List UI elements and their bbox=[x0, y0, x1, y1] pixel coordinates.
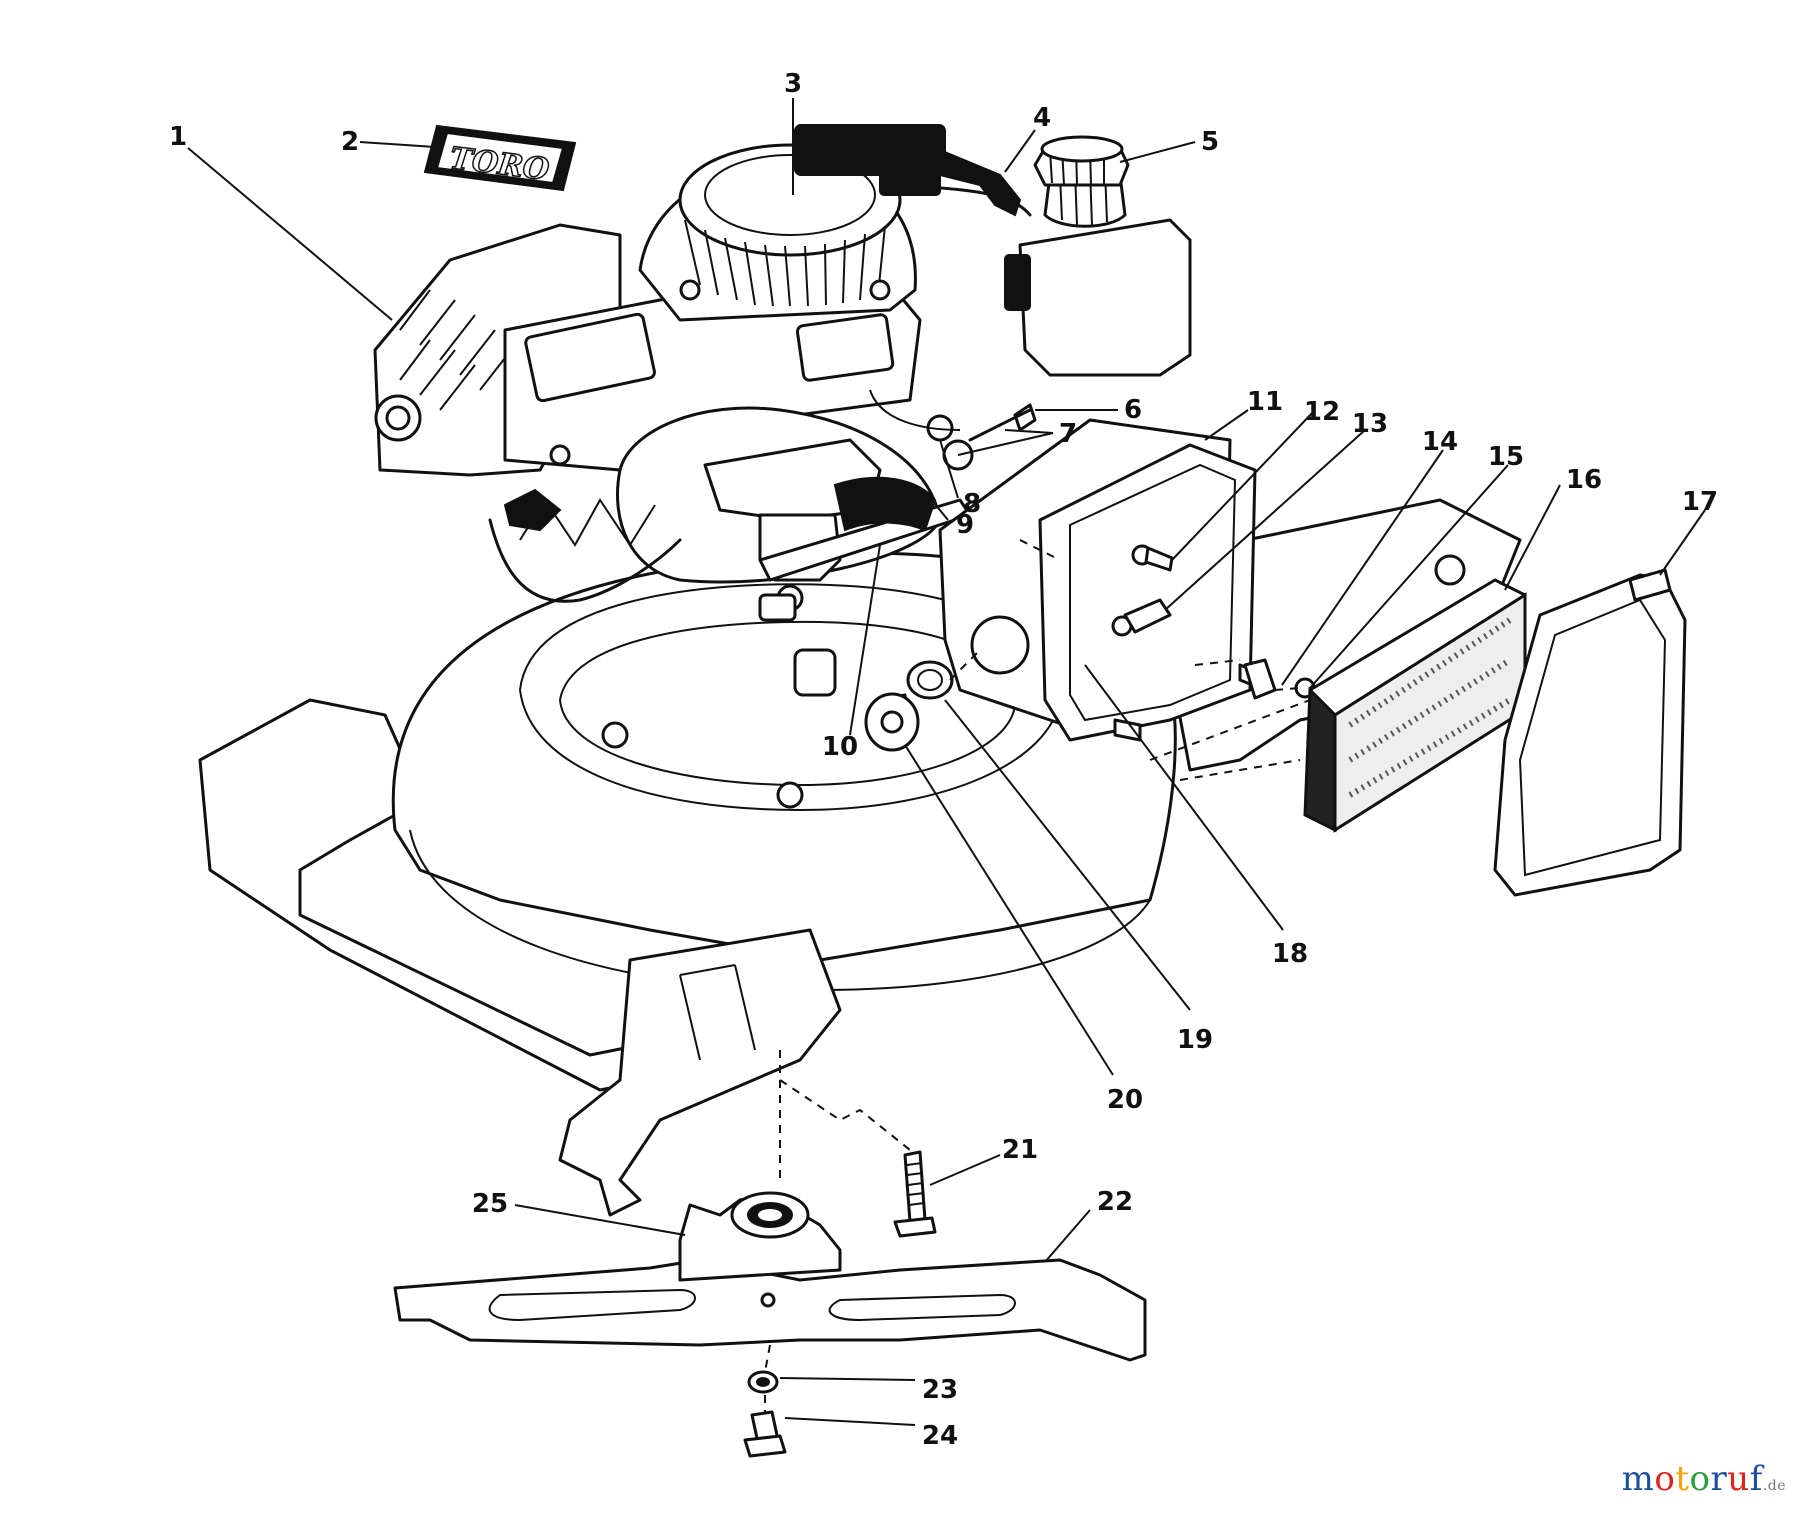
blade-assembly bbox=[393, 1150, 1147, 1458]
callout-1: 1 bbox=[169, 122, 187, 152]
watermark-suffix: .de bbox=[1762, 1478, 1786, 1494]
mower-deck bbox=[198, 498, 1522, 1217]
watermark-letter: f bbox=[1749, 1459, 1763, 1499]
callout-2: 2 bbox=[341, 127, 359, 157]
callout-18: 18 bbox=[1272, 939, 1308, 969]
callout-24: 24 bbox=[922, 1421, 958, 1451]
callout-17: 17 bbox=[1682, 487, 1718, 517]
callout-20: 20 bbox=[1107, 1085, 1143, 1115]
watermark-letter: m bbox=[1621, 1459, 1655, 1499]
callout-3: 3 bbox=[784, 69, 802, 99]
fuel-cap bbox=[1033, 135, 1130, 187]
callout-13: 13 bbox=[1352, 409, 1388, 439]
callout-16: 16 bbox=[1566, 465, 1602, 495]
watermark-letter: u bbox=[1727, 1459, 1750, 1499]
watermark-letter: t bbox=[1675, 1459, 1690, 1499]
callout-5: 5 bbox=[1201, 127, 1219, 157]
callout-11: 11 bbox=[1247, 387, 1283, 417]
leader-lines bbox=[187, 98, 1706, 1426]
watermark-text: motoruf bbox=[1622, 1459, 1763, 1499]
watermark-letter: r bbox=[1710, 1459, 1728, 1499]
callout-8: 8 bbox=[963, 489, 981, 519]
callout-10: 10 bbox=[822, 732, 858, 762]
toro-logo-decal: TORO bbox=[423, 124, 577, 192]
watermark-letter: o bbox=[1689, 1459, 1711, 1499]
site-watermark: motoruf.de bbox=[1622, 1459, 1786, 1499]
foam-filter bbox=[1303, 578, 1527, 833]
callout-7: 7 bbox=[1059, 419, 1077, 449]
callout-14: 14 bbox=[1422, 427, 1458, 457]
callout-22: 22 bbox=[1097, 1187, 1133, 1217]
filter-cover bbox=[1493, 568, 1687, 897]
engine-block bbox=[373, 124, 1192, 622]
callout-21: 21 bbox=[1002, 1135, 1038, 1165]
air-filter-housing bbox=[938, 418, 1267, 742]
callout-15: 15 bbox=[1488, 442, 1524, 472]
watermark-letter: o bbox=[1654, 1459, 1676, 1499]
callout-19: 19 bbox=[1177, 1025, 1213, 1055]
callout-9: 9 bbox=[956, 510, 974, 540]
callout-25: 25 bbox=[472, 1189, 508, 1219]
assembly-guide-lines bbox=[764, 539, 1311, 1412]
callout-23: 23 bbox=[922, 1375, 958, 1405]
callout-12: 12 bbox=[1304, 397, 1340, 427]
breather-parts bbox=[864, 658, 1316, 752]
callout-labels: 1 2 3 4 5 6 7 8 9 10 11 12 13 14 15 16 1… bbox=[169, 69, 1718, 1451]
callout-6: 6 bbox=[1124, 395, 1142, 425]
callout-4: 4 bbox=[1033, 103, 1051, 133]
